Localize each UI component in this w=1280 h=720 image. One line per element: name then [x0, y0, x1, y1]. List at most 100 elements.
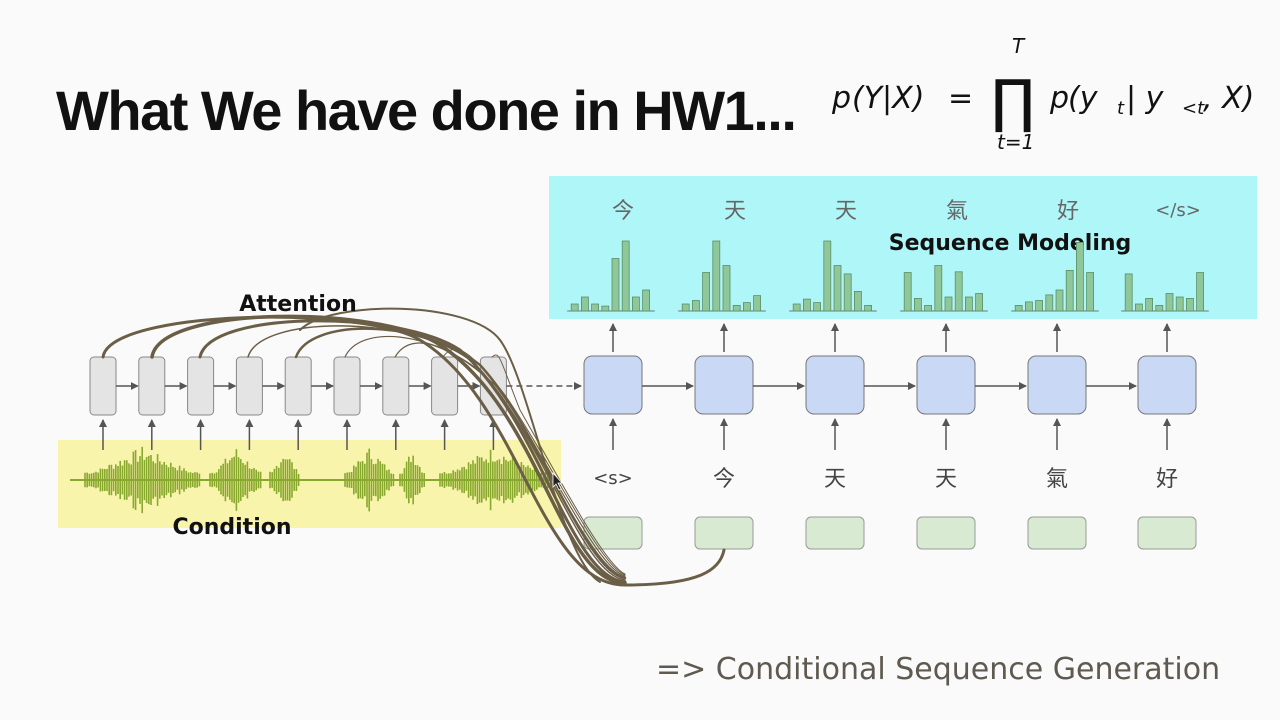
distribution-bar: [954, 271, 963, 312]
distribution-bar: [903, 272, 912, 312]
distribution-bar: [581, 296, 589, 312]
formula-equals: =: [948, 81, 973, 116]
distribution-bar: [864, 304, 872, 312]
distribution-bar: [1055, 289, 1064, 312]
embedding-cell: [1137, 516, 1197, 550]
formula-upper-limit: T: [1012, 34, 1026, 58]
distribution-bar: [934, 265, 943, 312]
formula-lhs-p: p: [831, 81, 851, 116]
output-token: 天: [724, 199, 746, 224]
decoder-cell: [583, 355, 643, 415]
formula-lower-limit: t=1: [997, 130, 1034, 154]
distribution-bar: [642, 289, 650, 312]
distribution-bar: [803, 298, 811, 312]
distribution-bar: [632, 296, 640, 312]
distribution-bar: [1135, 303, 1143, 312]
distribution-bar: [792, 303, 801, 312]
embedding-cell: [805, 516, 865, 550]
embedding-cell: [583, 516, 643, 550]
distribution-bar: [712, 240, 721, 312]
encoder-cell: [138, 356, 166, 416]
distribution-bar: [591, 303, 599, 312]
distribution-bar: [1065, 269, 1074, 312]
formula-rhs-close: , X): [1203, 81, 1254, 116]
sequence-modeling-label: Sequence Modeling: [889, 231, 1132, 256]
distribution-bar: [611, 258, 620, 312]
decoder-cell: [805, 355, 865, 415]
input-token: 今: [713, 467, 735, 492]
input-tokens: <s> 今 天 天 氣 好: [593, 467, 1178, 492]
formula-rhs-p: p: [1049, 81, 1069, 116]
distribution-bar: [944, 296, 953, 312]
formula-sub-t: t: [1117, 98, 1125, 119]
output-token: </s>: [1155, 200, 1201, 221]
distribution-bar: [1035, 300, 1043, 312]
distribution-bar: [1186, 297, 1194, 312]
distribution-bar: [681, 303, 690, 312]
waveform-signal: [84, 446, 549, 514]
slide-footer: => Conditional Sequence Generation: [656, 652, 1221, 687]
distribution-bar: [621, 240, 630, 312]
distribution-bar: [1124, 273, 1133, 312]
distribution-bar: [753, 295, 761, 312]
distribution-bar: [1076, 241, 1084, 312]
encoder-cell: [235, 356, 263, 416]
output-token: 天: [835, 199, 857, 224]
decoder-cell: [694, 355, 754, 415]
audio-waveform: [70, 446, 555, 514]
distribution-bar: [833, 265, 842, 312]
condition-label: Condition: [172, 515, 291, 540]
input-token: 天: [824, 467, 846, 492]
decoder-cell: [916, 355, 976, 415]
encoder-cell: [382, 356, 410, 416]
decoder-cell: [1137, 355, 1197, 415]
distribution-bar: [924, 304, 932, 312]
distribution-bar: [702, 272, 710, 312]
formula-rhs-mid: | y: [1126, 81, 1165, 116]
encoder-cell: [333, 356, 361, 416]
output-distributions: [567, 240, 1209, 312]
input-token: 天: [935, 467, 957, 492]
encoder-cell: [187, 356, 215, 416]
distribution-bar: [965, 296, 973, 312]
encoder-cell: [89, 356, 117, 416]
distribution-bar: [1196, 272, 1204, 312]
output-token: 氣: [946, 199, 968, 224]
distribution-bar: [570, 303, 579, 312]
distribution-bar: [692, 300, 700, 312]
formula-product-symbol: ∏: [991, 67, 1035, 135]
distribution-bar: [1086, 272, 1094, 312]
distribution-bar: [1155, 304, 1164, 312]
output-token: 好: [1057, 199, 1079, 224]
distribution-bar: [1175, 296, 1184, 312]
distribution-bar: [975, 293, 983, 312]
distribution-bar: [823, 240, 832, 312]
attention-curves: [101, 307, 726, 587]
formula-rhs-open: (y: [1068, 81, 1099, 116]
encoder-cell: [284, 356, 312, 416]
distribution-bar: [854, 290, 862, 312]
decoder-cell: [1027, 355, 1087, 415]
formula-lhs-args: (Y|X): [852, 81, 924, 116]
slide-title: What We have done in HW1...: [56, 79, 797, 142]
input-token: <s>: [593, 468, 633, 489]
mouse-cursor-icon: [552, 471, 563, 491]
distribution-bar: [1025, 301, 1033, 312]
output-tokens: 今 天 天 氣 好 </s>: [612, 199, 1201, 224]
distribution-bar: [732, 304, 741, 312]
embedding-cell: [1027, 516, 1087, 550]
sequence-modeling-box: [549, 176, 1257, 319]
distribution-bar: [813, 302, 821, 312]
distribution-bar: [601, 305, 610, 312]
probability-formula: p (Y|X) = ∏ T t=1 p (y t | y <t , X): [831, 34, 1254, 154]
distribution-bar: [1045, 294, 1054, 312]
decoder: [583, 323, 1197, 550]
distribution-bar: [1014, 304, 1023, 312]
input-token: 氣: [1046, 467, 1068, 492]
encoder: [89, 356, 582, 450]
embedding-cell: [916, 516, 976, 550]
embedding-cell: [694, 516, 754, 550]
input-token: 好: [1156, 467, 1178, 492]
